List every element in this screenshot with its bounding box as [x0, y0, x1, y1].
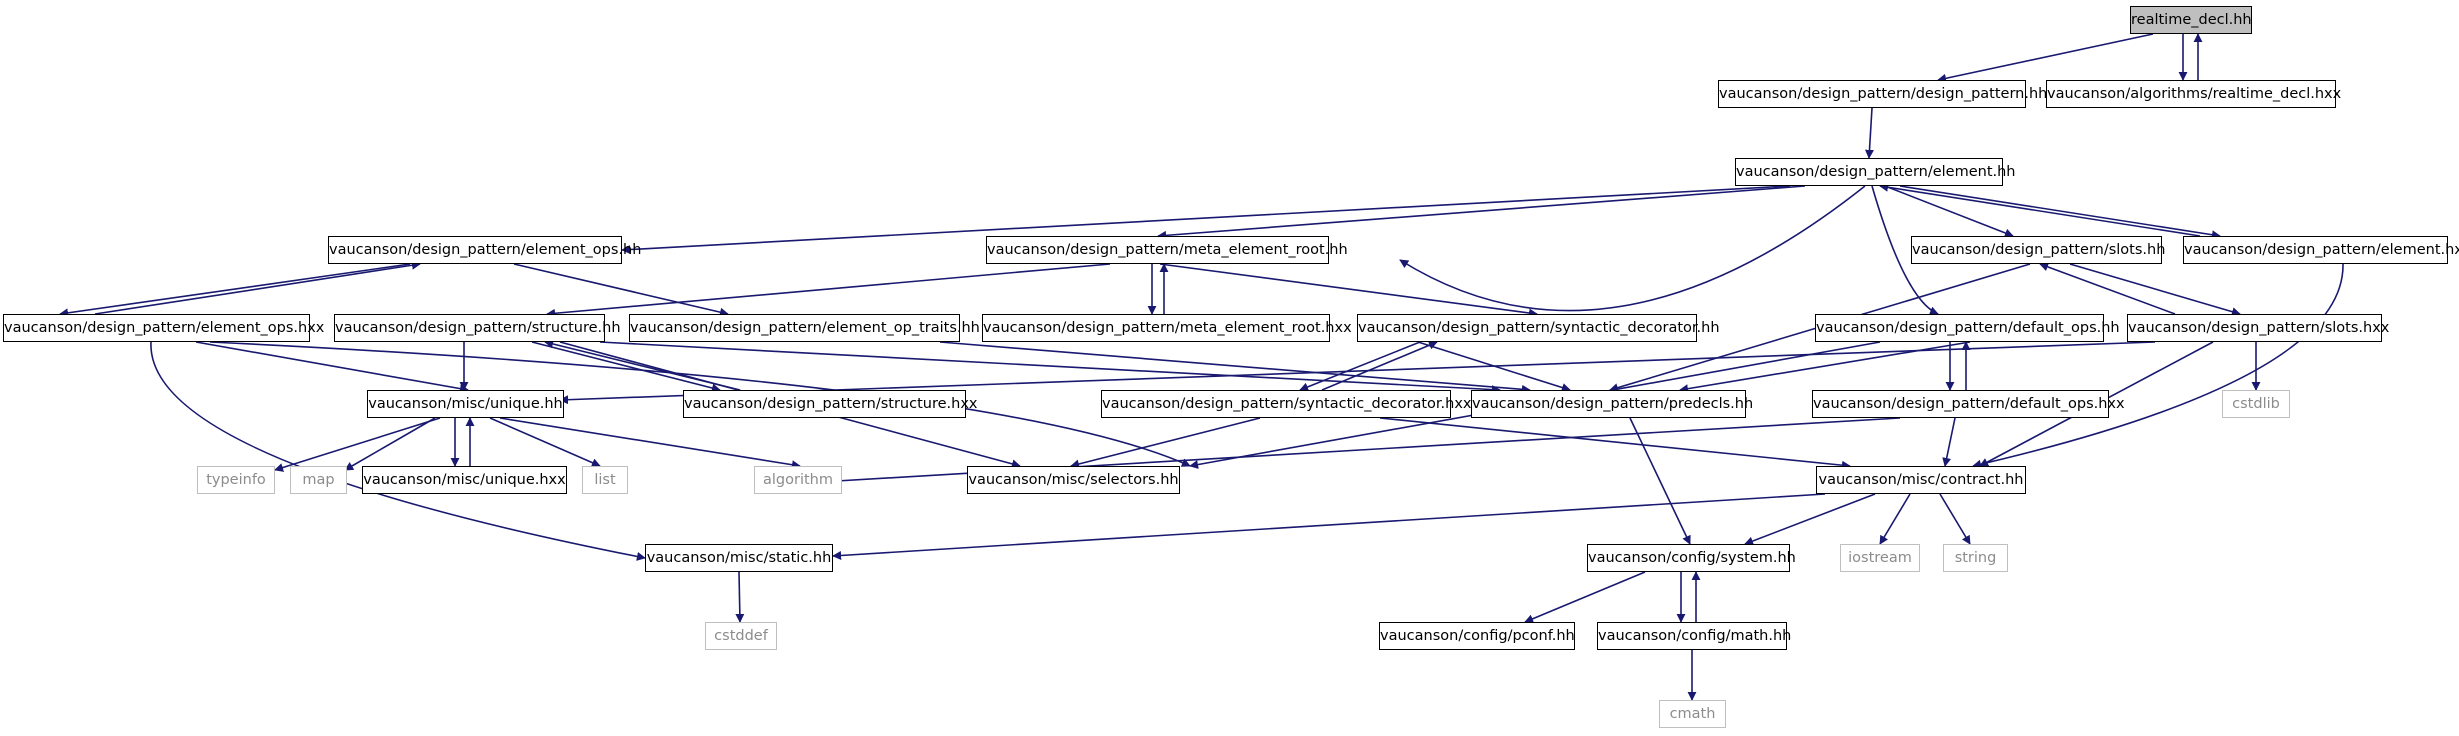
dependency-arrow	[2039, 262, 2176, 315]
dependency-arrow	[1524, 571, 1646, 624]
dependency-arrow	[1899, 185, 2221, 240]
dependency-arrow	[1942, 417, 1956, 467]
node-element-op-traits-hh[interactable]: vaucanson/design_pattern/element_op_trai…	[629, 314, 980, 342]
node-design-pattern-hh[interactable]: vaucanson/design_pattern/design_pattern.…	[1718, 80, 2047, 108]
node-static-hh[interactable]: vaucanson/misc/static.hh	[645, 544, 833, 572]
node-element-ops-hh[interactable]: vaucanson/design_pattern/element_ops.hh	[328, 236, 641, 264]
dependency-arrow	[621, 185, 1791, 255]
dependency-arrow	[1879, 493, 1911, 545]
node-meta-element-root-hxx[interactable]: vaucanson/design_pattern/meta_element_ro…	[982, 314, 1352, 342]
dependency-arrow	[939, 341, 1531, 394]
node-cstddef: cstddef	[705, 622, 777, 650]
dependency-arrow	[94, 260, 421, 315]
dependency-arrow	[59, 263, 411, 318]
node-syntactic-decorator-hxx[interactable]: vaucanson/design_pattern/syntactic_decor…	[1101, 390, 1472, 418]
dependency-arrow	[1159, 263, 1538, 318]
dependency-arrow	[1972, 263, 2344, 469]
node-system-hh[interactable]: vaucanson/config/system.hh	[1587, 544, 1796, 572]
dependency-arrow	[735, 571, 745, 623]
dependency-arrow	[499, 417, 801, 470]
node-unique-hxx[interactable]: vaucanson/misc/unique.hxx	[362, 466, 567, 494]
node-selectors-hh[interactable]: vaucanson/misc/selectors.hh	[967, 466, 1180, 494]
node-default-ops-hxx[interactable]: vaucanson/design_pattern/default_ops.hxx	[1812, 390, 2125, 418]
dependency-arrow	[344, 417, 436, 471]
dependency-arrow	[832, 493, 1826, 560]
node-structure-hh[interactable]: vaucanson/design_pattern/structure.hh	[334, 314, 621, 342]
node-algorithm: algorithm	[754, 466, 842, 494]
dependency-arrow	[1679, 341, 1971, 394]
node-element-hxx[interactable]: vaucanson/design_pattern/element.hxx	[2183, 236, 2459, 264]
node-contract-hh[interactable]: vaucanson/misc/contract.hh	[1816, 466, 2026, 494]
node-typeinfo: typeinfo	[197, 466, 275, 494]
node-unique-hh[interactable]: vaucanson/misc/unique.hh	[367, 390, 564, 418]
dependency-arrow	[489, 417, 601, 467]
dependency-arrow	[1070, 417, 1261, 469]
dependency-arrow	[1879, 182, 2201, 237]
node-math-hh[interactable]: vaucanson/config/math.hh	[1597, 622, 1791, 650]
dependency-arrow	[2069, 263, 2241, 317]
dependency-arrow	[274, 417, 441, 472]
node-structure-hxx[interactable]: vaucanson/design_pattern/structure.hxx	[683, 390, 977, 418]
node-map: map	[290, 466, 347, 494]
dependency-arrow	[1157, 185, 1806, 240]
node-realtime-decl-hxx[interactable]: vaucanson/algorithms/realtime_decl.hxx	[2046, 80, 2341, 108]
node-iostream: iostream	[1840, 544, 1920, 572]
node-cstdlib: cstdlib	[2222, 390, 2290, 418]
dependency-arrow	[1937, 33, 2154, 83]
dependency-arrow	[1299, 341, 1421, 392]
node-syntactic-decorator-hh[interactable]: vaucanson/design_pattern/syntactic_decor…	[1357, 314, 1720, 342]
dependency-arrow	[1379, 417, 1851, 470]
dependency-arrow	[1399, 185, 1866, 312]
node-list: list	[582, 466, 628, 494]
dependency-arrow	[546, 263, 1111, 318]
dependency-arrow	[1321, 340, 1438, 391]
node-realtime-decl-hh: realtime_decl.hh	[2130, 6, 2252, 34]
dependency-arrow	[1744, 493, 1876, 546]
dependency-arrow	[195, 341, 469, 394]
dependency-arrow	[1939, 493, 1971, 545]
dependency-arrow	[1884, 185, 2014, 238]
dependency-arrow	[513, 263, 729, 317]
node-meta-element-root-hh[interactable]: vaucanson/design_pattern/meta_element_ro…	[986, 236, 1348, 264]
dependency-arrow	[531, 341, 721, 393]
node-cmath: cmath	[1659, 700, 1726, 728]
node-slots-hxx[interactable]: vaucanson/design_pattern/slots.hxx	[2127, 314, 2389, 342]
node-slots-hh[interactable]: vaucanson/design_pattern/slots.hh	[1911, 236, 2165, 264]
node-predecls-hh[interactable]: vaucanson/design_pattern/predecls.hh	[1471, 390, 1753, 418]
node-element-hh[interactable]: vaucanson/design_pattern/element.hh	[1735, 158, 2016, 186]
node-element-ops-hxx[interactable]: vaucanson/design_pattern/element_ops.hxx	[3, 314, 324, 342]
dependency-arrow	[1864, 107, 1874, 159]
dependency-arrow	[1871, 185, 1939, 315]
node-string: string	[1943, 544, 2008, 572]
dependency-arrow	[1629, 417, 1691, 545]
dependency-arrow	[599, 341, 1501, 395]
dependency-arrow	[150, 341, 646, 561]
node-pconf-hh[interactable]: vaucanson/config/pconf.hh	[1379, 622, 1575, 650]
node-default-ops-hh[interactable]: vaucanson/design_pattern/default_ops.hh	[1815, 314, 2120, 342]
